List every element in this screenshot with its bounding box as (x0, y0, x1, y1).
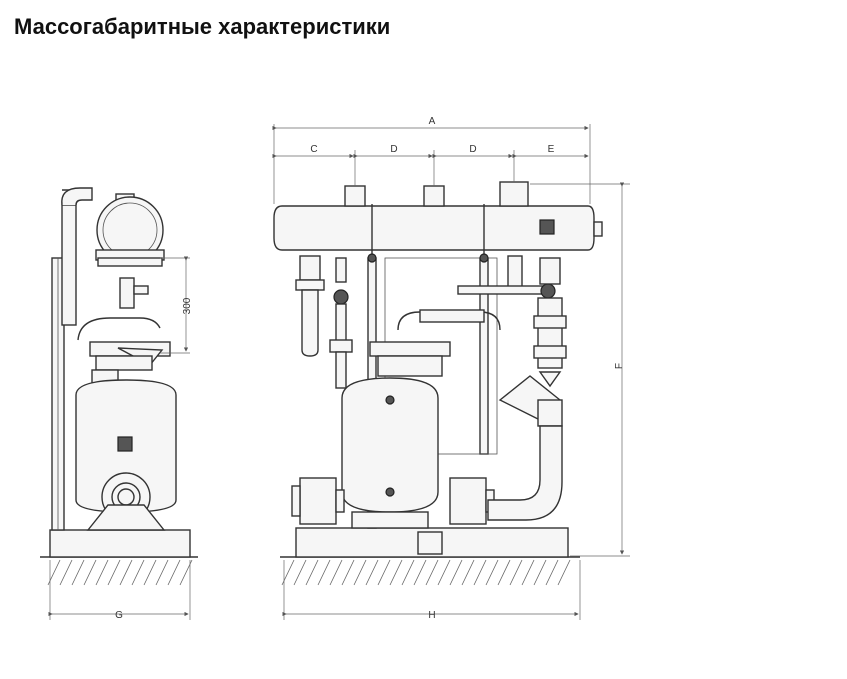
return-elbow (487, 425, 563, 521)
ball-valve-main (540, 283, 556, 299)
side-view: 300 G (40, 187, 198, 621)
pump-right (449, 477, 487, 525)
receiver-tank-front (341, 377, 439, 513)
dim-f-label: F (614, 363, 625, 369)
dim-g-label: G (115, 610, 123, 621)
tank-label-plate (117, 436, 133, 452)
header-nozzle-2 (423, 185, 445, 207)
header-nozzle-1 (344, 185, 366, 207)
header-pipe (273, 205, 595, 251)
dim-a-label: A (429, 116, 436, 127)
dim-e-label: E (548, 144, 555, 155)
dim-h-label: H (428, 610, 435, 621)
header-label-plate (539, 219, 555, 235)
base-frame-side (49, 529, 191, 558)
dim-d2-label: D (469, 144, 476, 155)
ball-valve-small (333, 289, 349, 305)
pump-left (299, 477, 337, 525)
dim-300-label: 300 (182, 297, 193, 314)
dim-d1-label: D (390, 144, 397, 155)
ground-hatch-left (40, 556, 198, 586)
dim-c-label: C (310, 144, 317, 155)
front-view: A C D D E F H (272, 116, 630, 621)
page-title: Массогабаритные характеристики (14, 14, 391, 39)
header-nozzle-3 (499, 181, 529, 207)
ground-hatch-right (280, 556, 580, 586)
